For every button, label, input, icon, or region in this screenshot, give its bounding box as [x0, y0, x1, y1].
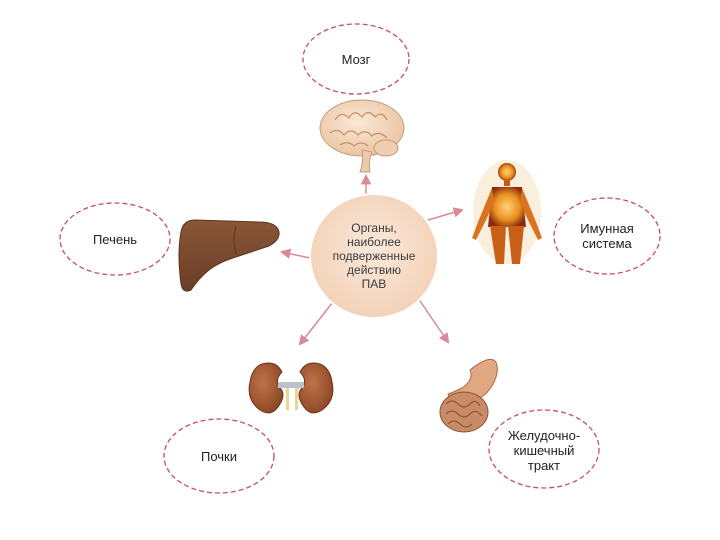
node-label-liver: Печень: [92, 231, 138, 247]
center-node: [309, 193, 439, 319]
human-body-icon: [463, 158, 551, 266]
node-label-kidneys: Почки: [200, 448, 237, 464]
arrow-to-liver: [279, 248, 311, 259]
stomach-intestine-icon: [439, 358, 498, 433]
node-label-brain: Мозг: [341, 51, 371, 67]
brain-icon: [319, 99, 405, 173]
bubble-kidneys: [163, 418, 275, 494]
arrows: [279, 173, 465, 346]
bubble-liver: [59, 202, 171, 276]
arrow-to-kidneys: [298, 297, 337, 346]
bubble-brain: [302, 23, 410, 95]
kidneys-icon: [246, 356, 338, 422]
bubble-immune: [553, 197, 661, 275]
liver-icon: [178, 219, 280, 292]
node-label-immune: Имунная система: [580, 221, 634, 251]
node-label-gi: Желудочно- кишечный тракт: [507, 427, 581, 473]
arrow-to-gi: [417, 297, 450, 344]
bubble-gi: [488, 409, 600, 489]
center-label: Органы, наиболее подверженные действию П…: [332, 221, 416, 291]
arrow-to-immune: [427, 207, 465, 221]
